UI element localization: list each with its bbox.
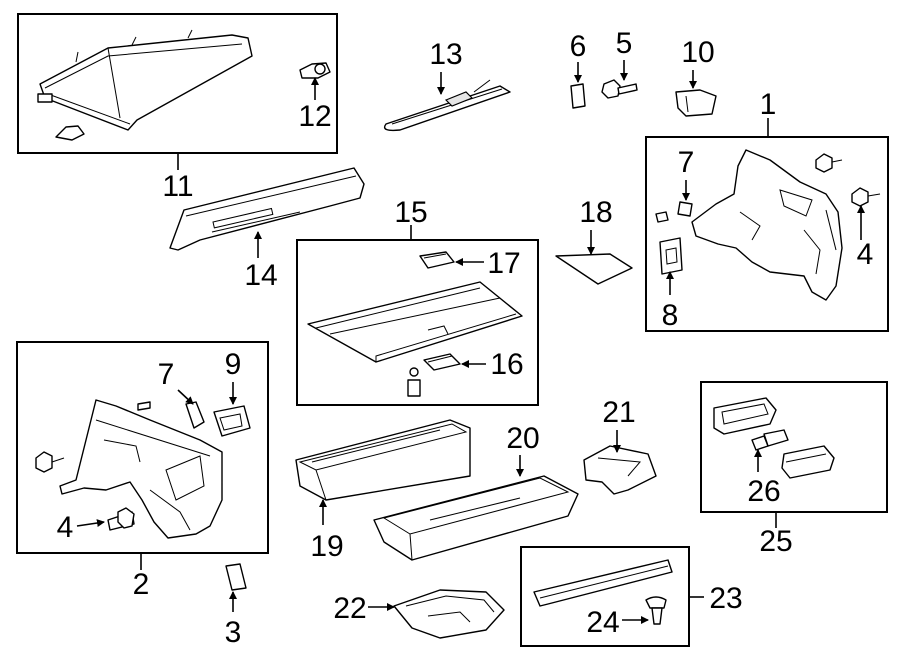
callout-10: 10 xyxy=(681,36,714,69)
handle-25 xyxy=(713,397,777,435)
callout-4-left: 4 xyxy=(57,511,74,544)
group-box-2 xyxy=(16,341,269,554)
callout-15: 15 xyxy=(394,196,427,229)
callout-19: 19 xyxy=(310,530,343,563)
deck-board-15 xyxy=(307,281,523,363)
bracket-21 xyxy=(583,445,657,495)
group-box-15 xyxy=(296,239,539,406)
strap-13 xyxy=(383,79,511,132)
callout-24: 24 xyxy=(586,606,619,639)
callout-7-left: 7 xyxy=(158,358,175,391)
callout-25: 25 xyxy=(759,525,792,558)
push-clip-24 xyxy=(645,596,667,625)
callout-14: 14 xyxy=(244,259,277,292)
leader-4-left xyxy=(76,519,105,527)
callout-26: 26 xyxy=(747,475,780,508)
callout-20: 20 xyxy=(506,422,539,455)
vent-9 xyxy=(213,405,251,437)
storage-tray-19 xyxy=(295,419,471,501)
cover-16 xyxy=(423,353,461,371)
callout-1: 1 xyxy=(760,88,777,121)
callout-9: 9 xyxy=(225,348,242,381)
cover-25 xyxy=(781,445,835,479)
cover-17 xyxy=(419,251,455,269)
callout-21: 21 xyxy=(602,396,635,429)
cover-clip-12 xyxy=(299,62,331,79)
leader-7-left xyxy=(177,389,194,405)
panel-18 xyxy=(555,253,633,285)
callout-8: 8 xyxy=(662,299,679,332)
callout-7-right: 7 xyxy=(678,146,695,179)
callout-23: 23 xyxy=(709,582,742,615)
sill-plate-23 xyxy=(533,559,673,607)
bolt-26 xyxy=(751,429,789,451)
clip-6 xyxy=(570,83,586,109)
callout-2: 2 xyxy=(133,568,150,601)
spare-tire-tray-22 xyxy=(393,589,505,639)
storage-box-20 xyxy=(373,475,579,561)
clip-7-right xyxy=(677,201,693,217)
quarter-trim-panel-left xyxy=(59,399,223,539)
callout-5: 5 xyxy=(616,27,633,60)
callout-13: 13 xyxy=(429,38,462,71)
clip-small-right xyxy=(655,211,669,223)
tonneau-cover xyxy=(37,29,253,141)
group-box-1 xyxy=(645,136,889,332)
bolt-15 xyxy=(407,367,421,397)
clip-small-left xyxy=(137,401,151,411)
push-clip-1a xyxy=(815,153,843,173)
group-box-25 xyxy=(700,381,888,513)
callout-3: 3 xyxy=(225,616,242,649)
callout-16: 16 xyxy=(490,348,523,381)
bolt-4-left xyxy=(107,507,135,531)
push-clip-4-right xyxy=(851,187,881,207)
callout-12: 12 xyxy=(298,100,331,133)
callout-17: 17 xyxy=(487,247,520,280)
push-clip-left-a xyxy=(35,451,65,473)
callout-22: 22 xyxy=(333,592,366,625)
bracket-10 xyxy=(675,89,717,117)
callout-18: 18 xyxy=(579,196,612,229)
callout-4-right: 4 xyxy=(857,238,874,271)
back-trim-14 xyxy=(169,167,365,251)
clip-3 xyxy=(225,563,247,591)
callout-6: 6 xyxy=(570,30,587,63)
vent-8 xyxy=(659,237,683,275)
quarter-trim-panel-right xyxy=(691,149,843,301)
callout-11: 11 xyxy=(162,170,193,203)
clip-7-left xyxy=(185,401,205,429)
bolt-5 xyxy=(601,79,638,99)
